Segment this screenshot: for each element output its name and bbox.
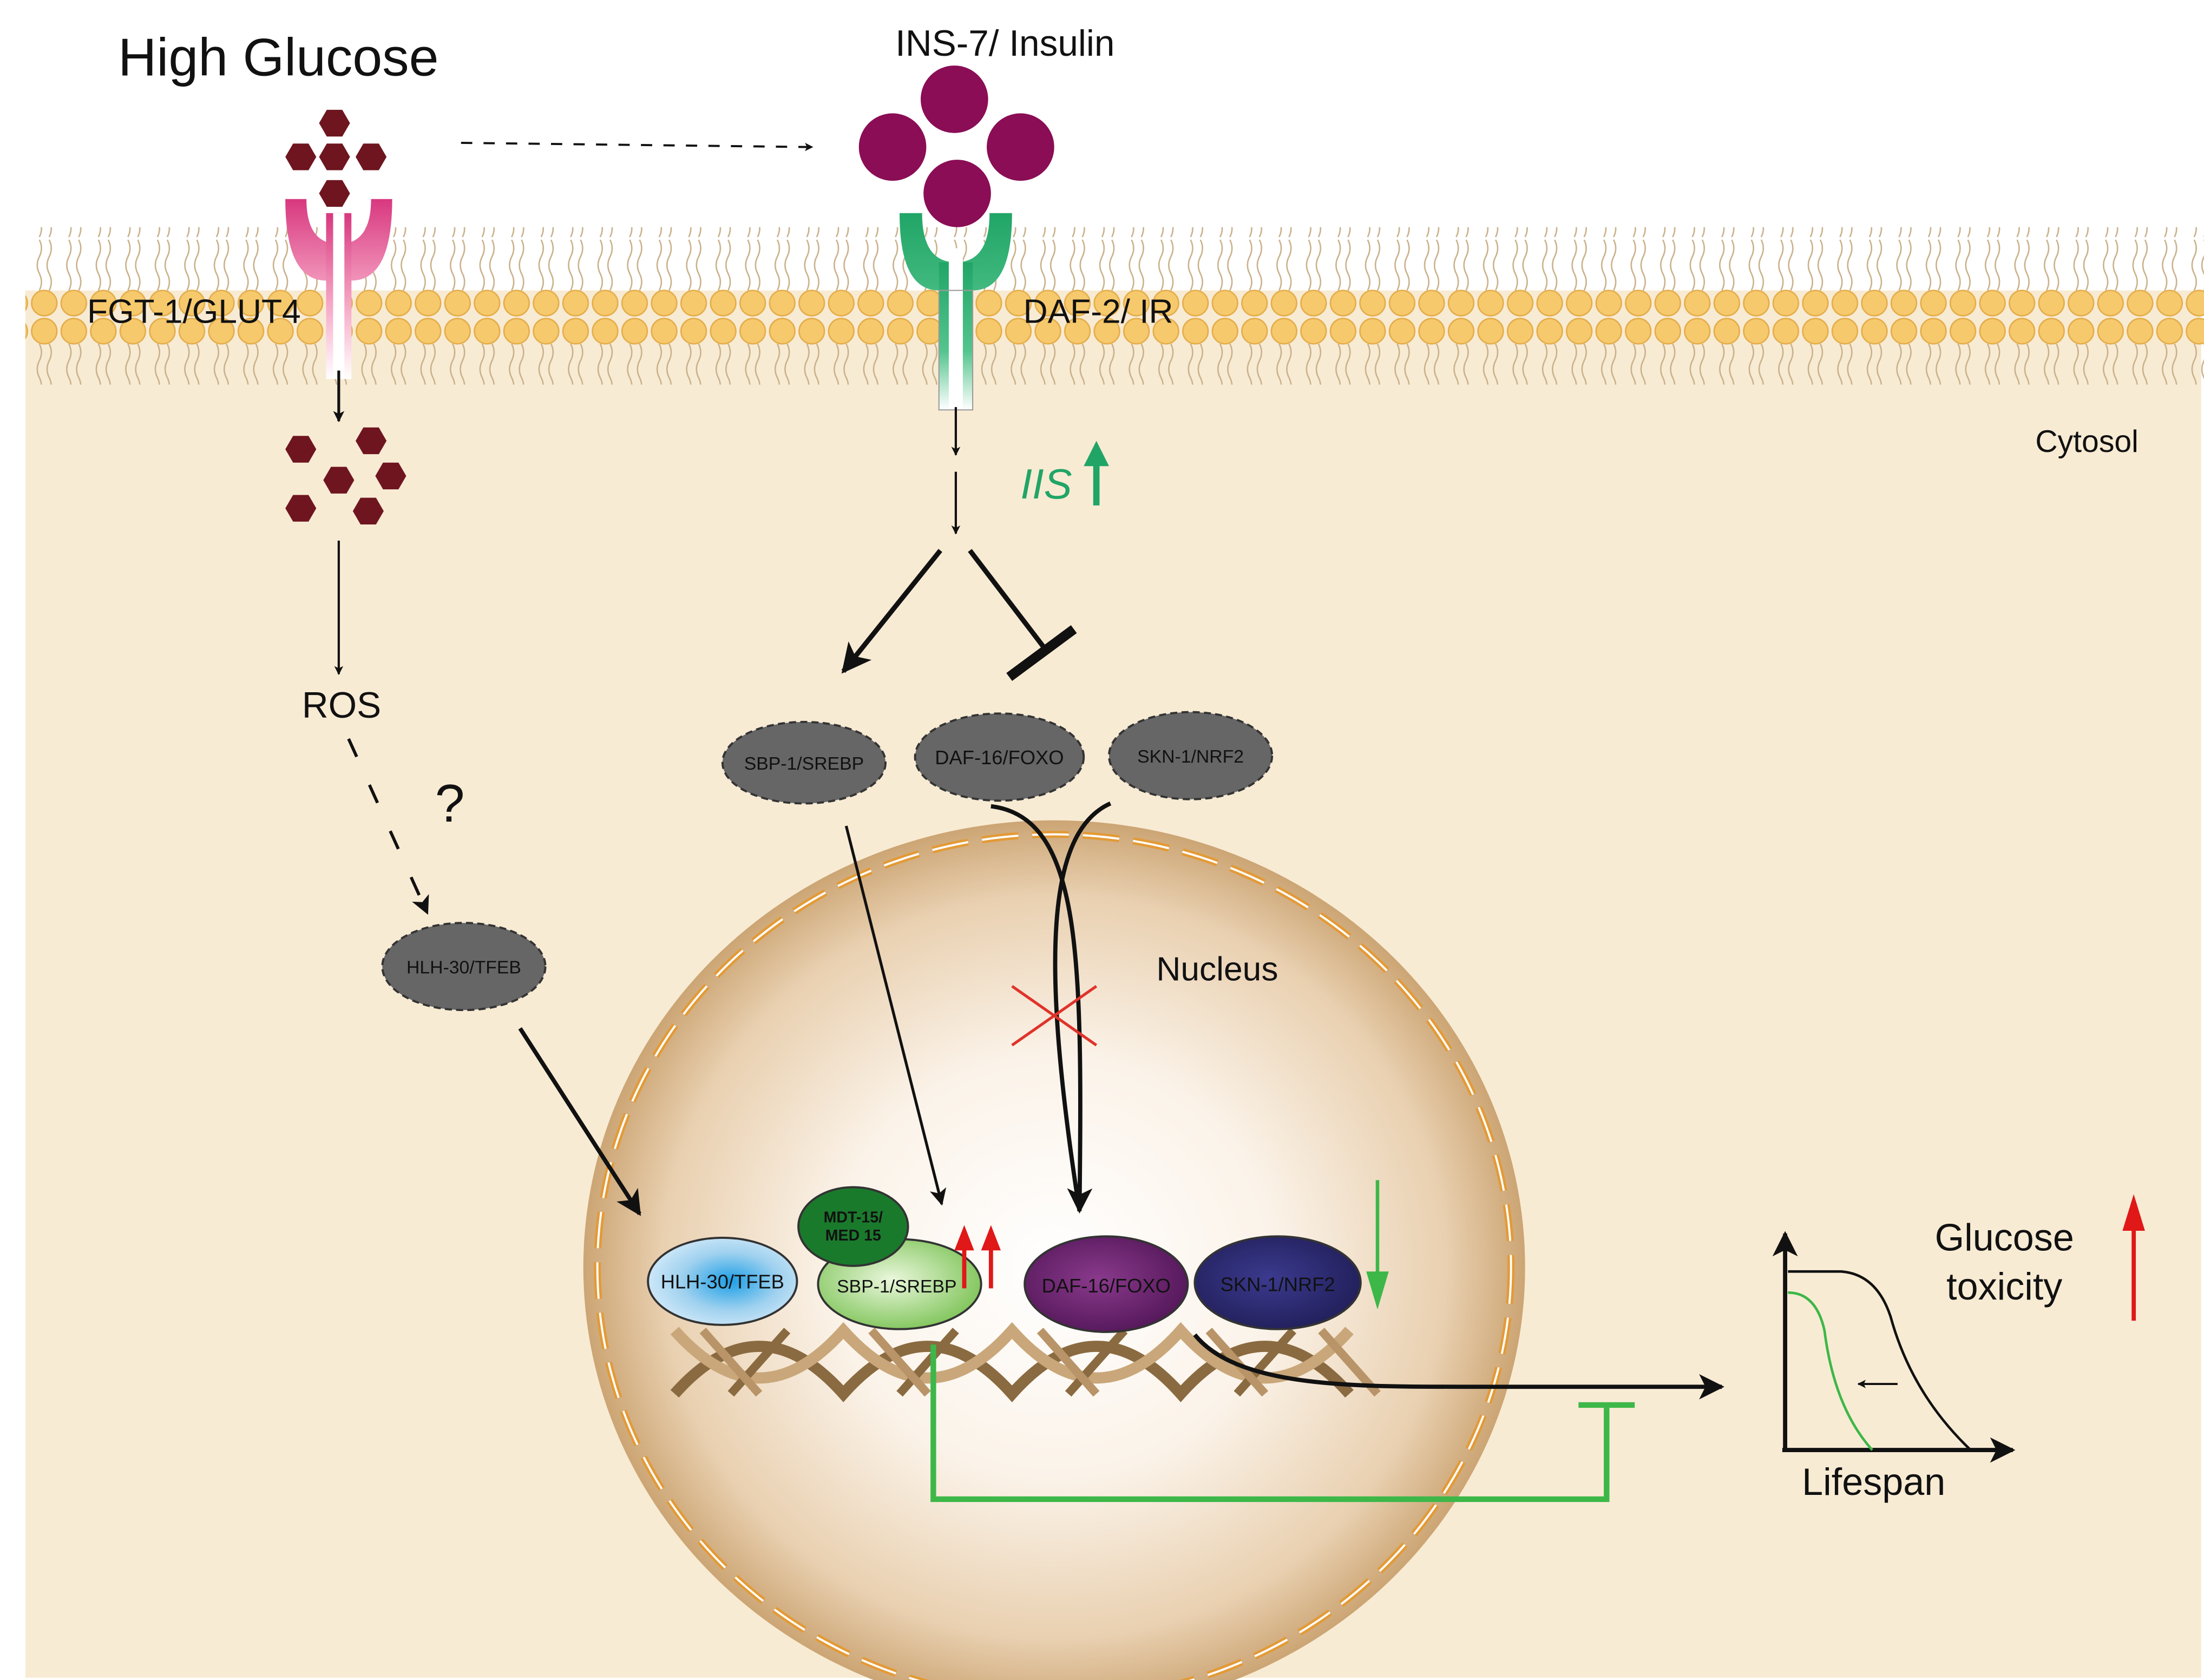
hlh30-nuclear-arrow <box>518 1027 641 1216</box>
inhibition-line-daf16 <box>968 549 1049 653</box>
hlh30-cytosolic: HLH-30/TFEB <box>381 922 547 1012</box>
mdt15-nuclear: MDT-15/ MED 15 <box>797 1186 909 1267</box>
glucose-toxicity-increase-arrow <box>2122 1194 2145 1321</box>
unknown-mark: ? <box>435 773 465 833</box>
page-title: High Glucose <box>118 27 438 87</box>
sbp1-nuclear-arrow <box>844 825 947 1206</box>
dna-helix <box>670 1322 1381 1402</box>
skn1-nuclear: SKN-1/NRF2 <box>1193 1235 1362 1330</box>
iis-label: IIS <box>1020 460 1072 508</box>
cytosol-label: Cytosol <box>2035 424 2138 459</box>
glucose-toxicity-line2: toxicity <box>1946 1265 2062 1308</box>
glucose-cluster-extracellular <box>285 109 387 207</box>
sbp1-cytosolic-label: SBP-1/SREBP <box>744 753 864 774</box>
sbp1-increase-arrows <box>954 1225 1001 1289</box>
sbp1-cytosolic: SBP-1/SREBP <box>721 720 887 805</box>
daf16-nuclear-label: DAF-16/FOXO <box>1042 1275 1171 1297</box>
inhibition-bar-daf16 <box>1006 625 1077 681</box>
daf16-nuclear: DAF-16/FOXO <box>1024 1235 1189 1333</box>
daf16-cytosolic: DAF-16/FOXO <box>914 712 1085 802</box>
receptor-label: DAF-2/ IR <box>1024 293 1173 330</box>
glucose-toxicity-line1: Glucose <box>1935 1216 2074 1258</box>
lifespan-plot: Lifespan <box>1772 1231 2016 1503</box>
blocked-translocation-cross <box>1011 985 1098 1047</box>
control-survival-curve <box>1788 1270 1972 1451</box>
lifespan-axis-label: Lifespan <box>1802 1461 1945 1503</box>
daf16-cytosolic-label: DAF-16/FOXO <box>935 746 1064 769</box>
hlh30-nuclear: HLH-30/TFEB <box>647 1236 798 1326</box>
iis-increase-arrow <box>1084 441 1109 506</box>
hlh30-nuclear-label: HLH-30/TFEB <box>661 1270 784 1292</box>
fgt1-transporter <box>285 199 392 379</box>
skn1-cytosolic-label: SKN-1/NRF2 <box>1137 746 1244 767</box>
nucleus-label: Nucleus <box>1156 951 1278 988</box>
mdt15-label-line1: MDT-15/ <box>824 1209 883 1226</box>
lifespan-output-arrow <box>1193 1333 1724 1400</box>
skn1-nuclear-label: SKN-1/NRF2 <box>1221 1274 1335 1296</box>
mdt15-label-line2: MED 15 <box>825 1227 881 1244</box>
glucose-to-insulin-arrow <box>461 141 814 152</box>
sbp1-nuclear-label: SBP-1/SREBP <box>837 1276 956 1297</box>
high-glucose-survival-curve <box>1788 1291 1873 1451</box>
ros-to-hlh30-arrow <box>347 738 429 915</box>
insulin-label: INS-7/ Insulin <box>895 23 1114 64</box>
cell-membrane <box>25 227 2204 385</box>
activation-arrow-sbp1 <box>841 549 942 674</box>
skn1-decrease-arrow <box>1366 1180 1389 1310</box>
transporter-label: FGT-1/GLUT4 <box>87 293 301 330</box>
daf16-nuclear-arrow <box>991 804 1093 1214</box>
hlh30-cytosolic-label: HLH-30/TFEB <box>406 957 521 978</box>
ros-label: ROS <box>302 685 381 726</box>
skn1-cytosolic: SKN-1/NRF2 <box>1108 711 1274 800</box>
sbp1-inhibition-line <box>930 1344 1610 1502</box>
daf2-receptor <box>900 213 1012 411</box>
skn1-nuclear-arrow <box>1053 801 1112 1212</box>
insulin-molecules <box>858 65 1054 227</box>
